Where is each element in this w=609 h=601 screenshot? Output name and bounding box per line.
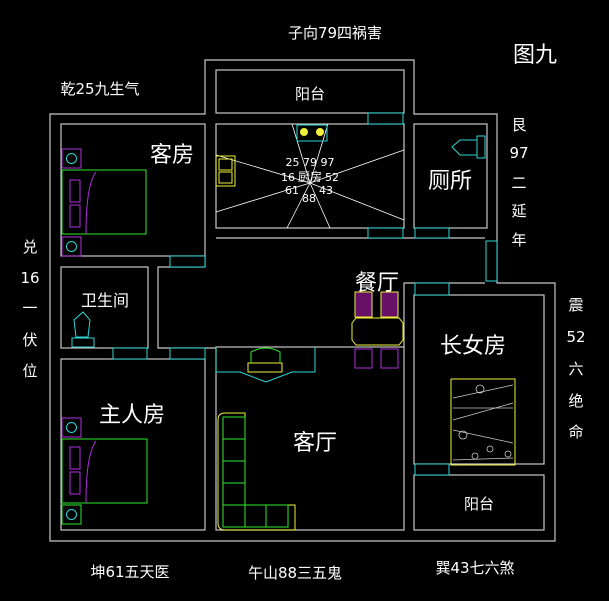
- window: [414, 227, 450, 239]
- label-bathroom: 卫生间: [81, 291, 129, 310]
- direction-west: 16: [20, 269, 39, 287]
- lamp-icon: [66, 422, 77, 433]
- direction-east: 命: [568, 423, 583, 441]
- label-kitchen: 厨房: [298, 169, 322, 184]
- direction-northeast: 97: [509, 144, 528, 162]
- daughter-bed: [450, 378, 516, 466]
- direction-northeast: 艮: [511, 116, 526, 134]
- direction-east: 绝: [568, 392, 583, 410]
- direction-northeast: 延: [511, 202, 526, 220]
- living-room: [215, 346, 405, 531]
- nightstand: [61, 236, 82, 257]
- label-guest-room: 客房: [150, 143, 194, 168]
- window: [414, 463, 450, 476]
- lamp-icon: [66, 241, 77, 252]
- master-bed: [61, 438, 148, 504]
- balcony-top-room: [215, 69, 405, 114]
- guest-bed: [61, 169, 147, 235]
- label-balcony-bottom: 阳台: [464, 495, 494, 513]
- kitchen-bagua-lines: [215, 123, 405, 229]
- tv-cabinet: [215, 347, 316, 383]
- hall-wall-left: [157, 256, 216, 349]
- windows: [112, 112, 498, 476]
- sofa: [217, 412, 296, 531]
- direction-west: 位: [22, 362, 37, 380]
- direction-southeast: 巽43七六煞: [435, 559, 514, 577]
- direction-west: 一: [22, 299, 37, 317]
- guest-room: [60, 123, 206, 257]
- stove: [296, 124, 328, 142]
- direction-east: 震: [568, 296, 583, 314]
- nightstand: [61, 148, 82, 169]
- window: [169, 347, 206, 360]
- figure-title: 图九: [513, 43, 557, 68]
- toilet-room: [413, 123, 488, 229]
- window: [485, 240, 498, 282]
- kitchen-number-bottom: 88: [302, 192, 316, 205]
- direction-northeast: 二: [511, 174, 526, 192]
- dining-table: [351, 291, 404, 369]
- window: [112, 347, 148, 360]
- direction-southwest: 坤61五天医: [90, 563, 169, 581]
- kitchen-number-bl: 61: [285, 184, 299, 197]
- direction-northeast: 年: [511, 231, 526, 249]
- nightstand: [61, 417, 82, 438]
- master-room: [60, 358, 206, 531]
- direction-northwest: 乾25九生气: [60, 80, 139, 98]
- dining-wall: [403, 282, 485, 347]
- label-balcony-top: 阳台: [295, 85, 325, 103]
- window: [367, 112, 404, 125]
- outer-wall: [49, 59, 556, 542]
- window: [367, 227, 404, 239]
- kitchen-number-right: 52: [325, 171, 339, 184]
- label-toilet: 厕所: [428, 169, 472, 194]
- lamp-icon: [66, 509, 77, 520]
- window: [169, 255, 206, 268]
- toilet-fixture: [451, 135, 486, 159]
- window: [414, 282, 450, 296]
- direction-east: 52: [566, 328, 585, 346]
- direction-west: 伏: [22, 331, 37, 349]
- label-dining: 餐厅: [355, 271, 399, 296]
- label-master-room: 主人房: [99, 403, 165, 428]
- kitchen-number-br: 43: [319, 184, 333, 197]
- daughter-room: [413, 294, 545, 465]
- label-daughter-room: 长女房: [440, 334, 506, 359]
- lamp-icon: [66, 153, 77, 164]
- nightstand: [61, 504, 82, 525]
- balcony-bottom-room: [413, 474, 545, 531]
- wash-basin: [71, 311, 95, 348]
- direction-south: 午山88三五鬼: [248, 564, 342, 582]
- direction-north: 子向79四祸害: [288, 24, 382, 42]
- direction-east: 六: [568, 360, 583, 378]
- direction-west: 兑: [22, 238, 37, 256]
- bathroom-room: [60, 266, 149, 349]
- sink: [215, 155, 236, 187]
- kitchen-number-left: 16: [281, 171, 295, 184]
- label-living: 客厅: [293, 431, 337, 456]
- kitchen-numbers-top: 25 79 97: [286, 156, 335, 169]
